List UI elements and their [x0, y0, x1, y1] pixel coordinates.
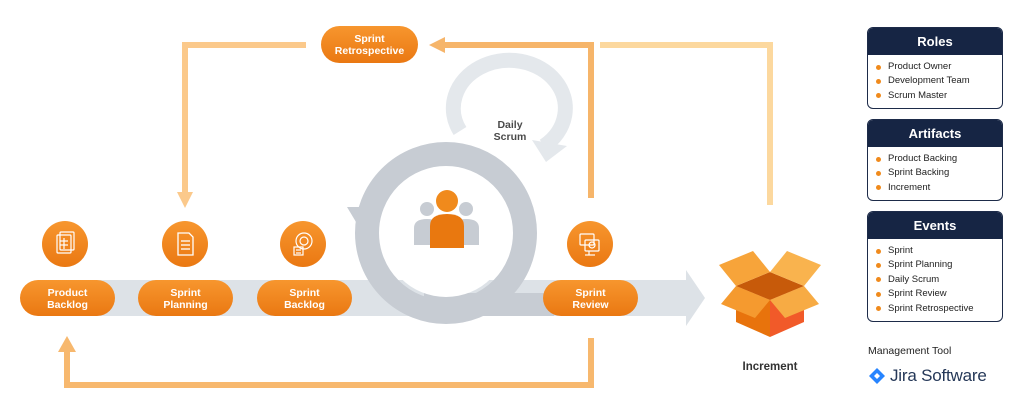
product-backlog-node: Product Backlog: [20, 221, 115, 316]
artifacts-list: Product Backing Sprint Backing Increment: [868, 147, 1002, 200]
roles-panel: Roles Product Owner Development Team Scr…: [867, 27, 1003, 110]
sprint-retrospective-label-line2: Retrospective: [335, 45, 405, 57]
sprint-backlog-label-line2: Backlog: [284, 299, 325, 311]
scrum-process-diagram: Daily Scrum Sprint Retrospective: [20, 26, 821, 388]
events-panel: Events Sprint Sprint Planning Daily Scru…: [867, 211, 1003, 322]
sprint-backlog-icon-circle: [280, 221, 326, 267]
bullet-icon: [876, 156, 881, 162]
sprint-planning-node: Sprint Planning: [138, 221, 233, 316]
bullet-icon: [876, 277, 881, 283]
list-item: Daily Scrum: [876, 273, 1002, 287]
daily-scrum-label-line1: Daily: [497, 119, 522, 131]
bullet-icon: [876, 291, 881, 297]
event-item-label: Sprint: [888, 245, 913, 256]
retrospective-loop-arrow: [177, 37, 594, 208]
bullet-icon: [876, 79, 881, 85]
list-item: Sprint: [876, 244, 1002, 258]
artifact-item-label: Increment: [888, 181, 931, 193]
sprint-backlog-node: Sprint Backlog: [257, 221, 352, 316]
bullet-icon: [876, 248, 881, 254]
product-backlog-icon-circle: [42, 221, 88, 267]
sprint-planning-label-line1: Sprint: [170, 287, 201, 299]
bullet-icon: [876, 263, 881, 269]
sprint-backlog-label-line1: Sprint: [289, 287, 320, 299]
backlog-loop-arrow: [58, 336, 594, 388]
events-panel-title: Events: [868, 212, 1002, 239]
team-people-icon: [414, 190, 479, 248]
sprint-review-node: Sprint Review: [543, 221, 638, 316]
list-item: Increment: [876, 181, 1002, 195]
role-item-label: Product Owner: [888, 61, 952, 72]
artifacts-panel: Artifacts Product Backing Sprint Backing…: [867, 119, 1003, 202]
jira-software-logo[interactable]: Jira Software: [868, 366, 987, 386]
grid-document-icon: [56, 231, 75, 254]
increment-loop-arrow: [600, 42, 773, 205]
bullet-icon: [876, 185, 881, 191]
list-item: Product Owner: [876, 60, 1002, 74]
jira-software-name: Jira Software: [890, 366, 987, 385]
list-item: Product Backing: [876, 152, 1002, 166]
list-item: Development Team: [876, 74, 1002, 88]
event-item-label: Daily Scrum: [888, 273, 940, 285]
daily-scrum-cycle: Daily Scrum: [445, 52, 573, 162]
bullet-icon: [876, 93, 881, 99]
product-backlog-label-line2: Backlog: [47, 299, 88, 311]
sprint-retrospective-label-line1: Sprint: [354, 33, 385, 45]
list-item: Sprint Review: [876, 287, 1002, 301]
event-item-label: Sprint Review: [888, 288, 947, 300]
sprint-review-label-line1: Sprint: [575, 287, 606, 299]
product-backlog-label-line1: Product: [48, 287, 88, 299]
management-tool-label: Management Tool: [868, 345, 952, 357]
list-item: Sprint Retrospective: [876, 302, 1002, 316]
role-item-label: Development Team: [888, 75, 970, 87]
bullet-icon: [876, 306, 881, 312]
roles-panel-title: Roles: [868, 28, 1002, 55]
event-item-label: Sprint Retrospective: [888, 302, 974, 314]
sprint-planning-icon-circle: [162, 221, 208, 267]
daily-scrum-label-line2: Scrum: [494, 131, 527, 143]
events-list: Sprint Sprint Planning Daily Scrum Sprin…: [868, 239, 1002, 321]
artifact-item-label: Sprint Backing: [888, 167, 950, 179]
sprint-review-icon-circle: [567, 221, 613, 267]
open-box-icon: [719, 251, 821, 337]
cycle-arrowhead: [347, 207, 377, 232]
list-item: Sprint Backing: [876, 166, 1002, 180]
roles-list: Product Owner Development Team Scrum Mas…: [868, 55, 1002, 108]
event-item-label: Sprint Planning: [888, 259, 953, 271]
sprint-retrospective-node: Sprint Retrospective: [321, 26, 418, 63]
increment-label: Increment: [743, 361, 798, 373]
artifact-item-label: Product Backing: [888, 153, 958, 164]
sprint-planning-label-line2: Planning: [163, 299, 207, 311]
list-item: Sprint Planning: [876, 258, 1002, 272]
role-item-label: Scrum Master: [888, 89, 948, 101]
bullet-icon: [876, 171, 881, 177]
bullet-icon: [876, 64, 881, 70]
monitor-review-icon: [579, 233, 600, 256]
jira-logo-icon: [869, 368, 885, 384]
artifacts-panel-title: Artifacts: [868, 120, 1002, 147]
target-document-icon: [293, 232, 313, 256]
list-item: Scrum Master: [876, 89, 1002, 103]
document-list-icon: [177, 232, 194, 256]
sprint-review-label-line2: Review: [572, 299, 609, 311]
